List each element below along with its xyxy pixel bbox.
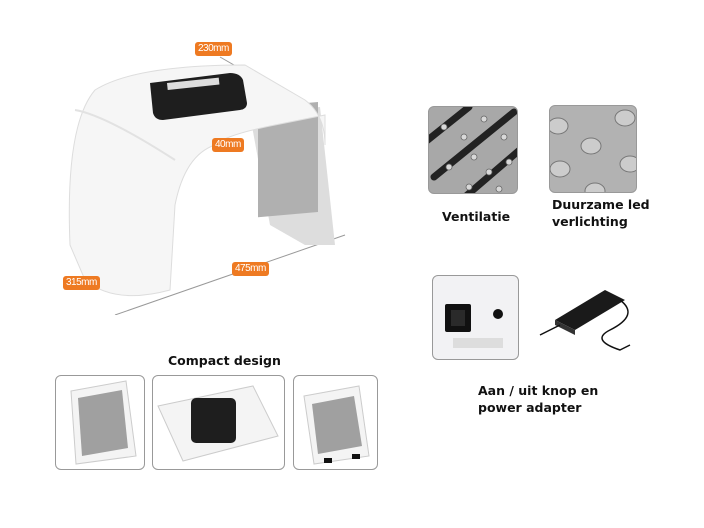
dimension-depth-label: 230mm [195, 42, 232, 56]
led-image [549, 105, 637, 193]
dimension-thickness-label: 40mm [212, 138, 244, 152]
led-caption-line2: verlichting [552, 214, 628, 229]
compact-view-2-image [152, 375, 285, 470]
compact-view-3-image [293, 375, 378, 470]
power-switch-image [432, 275, 519, 360]
power-caption-line2: power adapter [478, 400, 582, 415]
dimension-width-label: 475mm [232, 262, 269, 276]
power-adapter-image [530, 275, 643, 362]
led-caption-line1: Duurzame led [552, 197, 650, 212]
ventilation-image [428, 106, 518, 194]
led-caption: Duurzame led verlichting [552, 196, 650, 230]
power-caption: Aan / uit knop en power adapter [478, 382, 598, 416]
dimension-height-label: 315mm [63, 276, 100, 290]
compact-view-1-image [55, 375, 145, 470]
ventilation-caption: Ventilatie [442, 209, 511, 224]
power-caption-line1: Aan / uit knop en [478, 383, 599, 398]
compact-design-caption: Compact design [168, 353, 281, 368]
main-device-image [55, 45, 355, 315]
